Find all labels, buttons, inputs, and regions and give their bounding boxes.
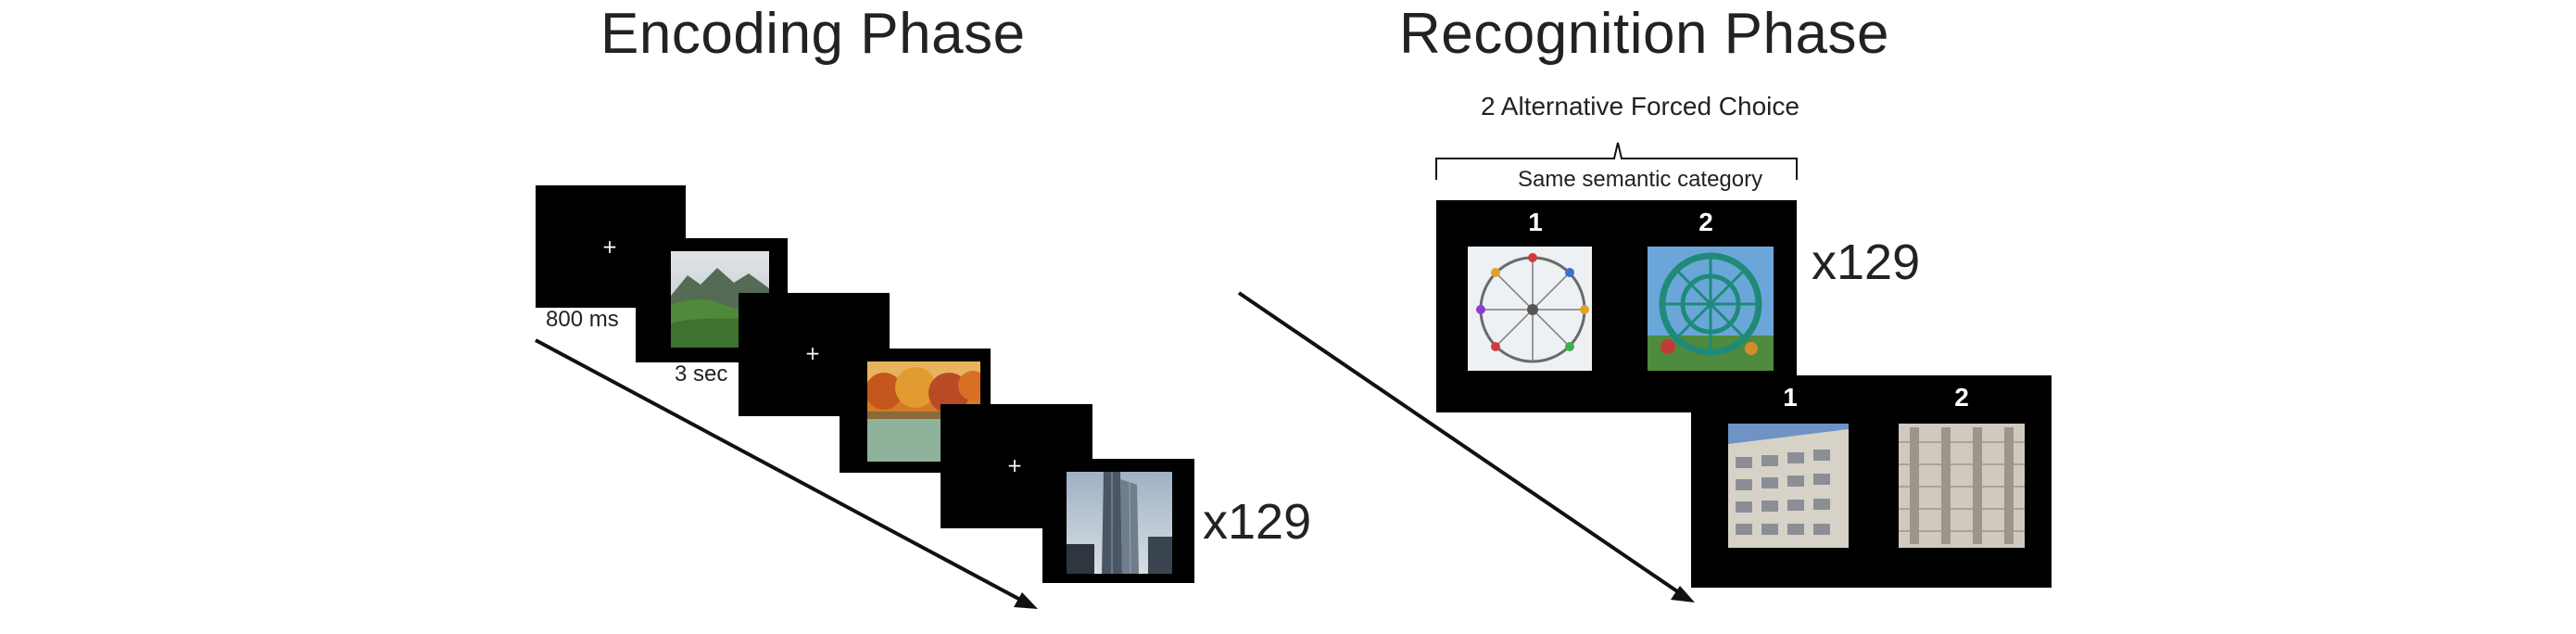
apartment-building-photo [1728,424,1849,548]
task-label: 2 Alternative Forced Choice [1481,92,1799,120]
option-number-2: 2 [1954,383,1969,412]
choice-screen-trial-2: 1 2 [1691,375,2052,588]
fixation-cross: + [1006,454,1023,476]
option-number-1: 1 [1528,208,1543,236]
option-number-1: 1 [1783,383,1798,412]
skyscraper-photo [1067,472,1172,574]
ferris-wheel-photo [1468,247,1592,371]
encoding-repetitions: x129 [1203,494,1312,550]
image-duration-label: 3 sec [675,361,728,387]
fixation-duration-label: 800 ms [546,307,619,332]
category-label: Same semantic category [1518,167,1763,192]
apartment-building-photo [1899,424,2025,548]
encoding-phase-title: Encoding Phase [600,2,1026,66]
image-screen [1042,459,1194,583]
fixation-cross: + [601,235,618,258]
fixation-cross: + [804,342,821,364]
option-number-2: 2 [1698,208,1713,236]
ferris-wheel-photo [1648,247,1774,371]
recognition-phase-title: Recognition Phase [1399,2,1889,66]
recognition-repetitions: x129 [1812,235,1921,290]
